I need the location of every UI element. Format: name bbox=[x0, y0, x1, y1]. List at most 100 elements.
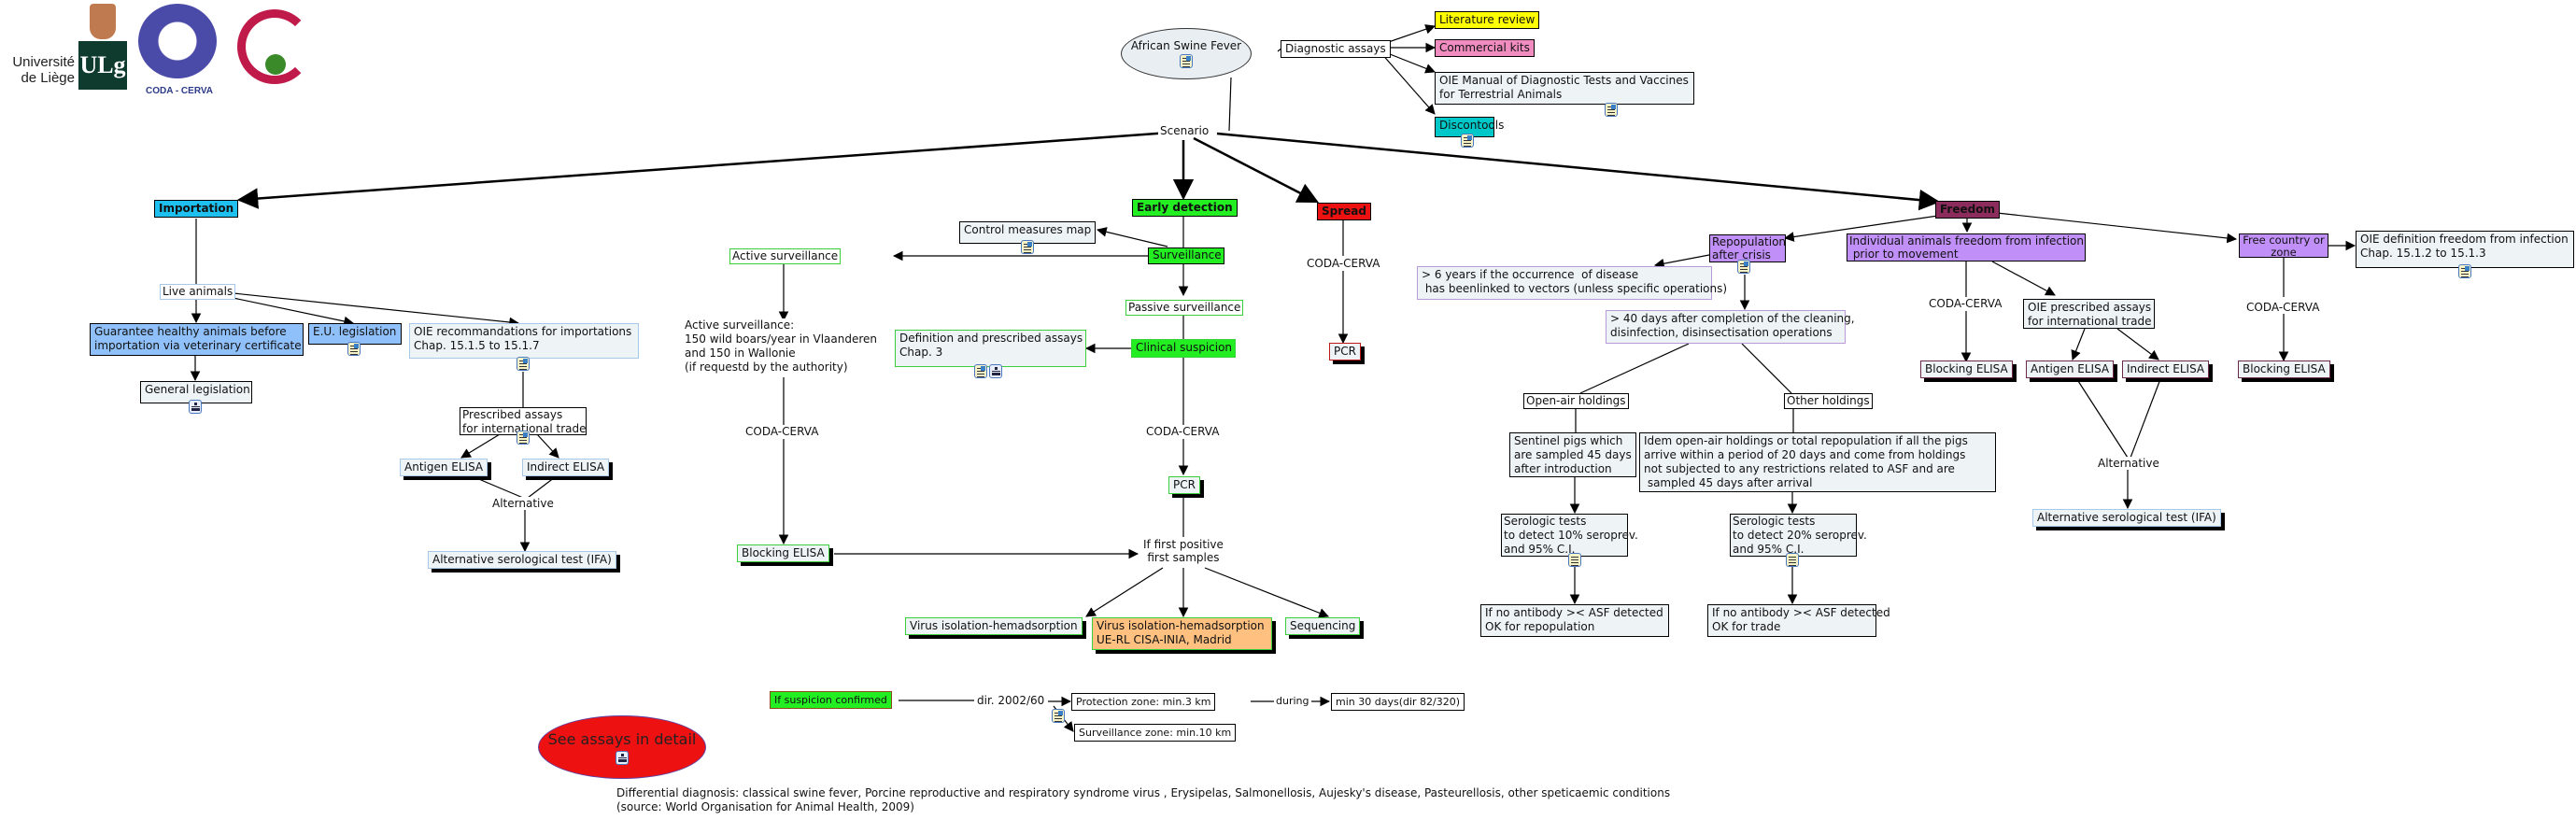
concept-map-icon[interactable] bbox=[989, 364, 1002, 378]
idem-open-air-node[interactable]: Idem open-air holdings or total repopula… bbox=[1639, 432, 1996, 492]
if-suspicion-confirmed-node[interactable]: If suspicion confirmed bbox=[770, 691, 892, 709]
if-first-positive-label: If first positive first samples bbox=[1141, 538, 1225, 564]
active-surveillance-node[interactable]: Active surveillance bbox=[729, 248, 842, 264]
connector-line bbox=[527, 476, 556, 499]
oie-recommendations-node[interactable]: OIE recommandations for importations Cha… bbox=[409, 323, 639, 359]
blocking-elisa-node[interactable]: Blocking ELISA bbox=[737, 544, 829, 562]
antigen-elisa-node[interactable]: Antigen ELISA bbox=[400, 459, 488, 476]
other-holdings-node[interactable]: Other holdings bbox=[1784, 393, 1873, 409]
arrow-connector bbox=[2071, 328, 2086, 361]
oie-prescribed-assays-node[interactable]: OIE prescribed assays for international … bbox=[2023, 299, 2155, 329]
alternative-label: Alternative bbox=[2096, 457, 2161, 470]
repopulation-node[interactable]: Repopulation after crisis bbox=[1709, 234, 1786, 262]
see-assays-label: See assays in detail bbox=[547, 729, 697, 748]
root-node-african-swine-fever[interactable]: African Swine Fever bbox=[1121, 28, 1252, 79]
importation-node[interactable]: Importation bbox=[154, 200, 239, 218]
indirect-elisa-node[interactable]: Indirect ELISA bbox=[522, 459, 610, 476]
document-icon[interactable] bbox=[347, 342, 361, 356]
freedom-blocking-elisa-node[interactable]: Blocking ELISA bbox=[1920, 361, 2013, 378]
eu-legislation-node[interactable]: E.U. legislation bbox=[308, 323, 402, 345]
diagnostic-assays-node[interactable]: Diagnostic assays bbox=[1281, 40, 1391, 58]
coda-cerva-label: CODA-CERVA bbox=[1305, 257, 1382, 270]
arrow-connector bbox=[1216, 132, 1941, 211]
forty-days-node[interactable]: > 40 days after completion of the cleani… bbox=[1606, 310, 1855, 344]
sentinel-pigs-node[interactable]: Sentinel pigs which are sampled 45 days … bbox=[1509, 432, 1636, 477]
definition-prescribed-assays-node[interactable]: Definition and prescribed assays Chap. 3 bbox=[895, 330, 1086, 367]
arrow-connector bbox=[1653, 254, 1710, 269]
free-country-node[interactable]: Free country or zone bbox=[2239, 233, 2328, 258]
document-icon[interactable] bbox=[1605, 103, 1618, 117]
document-icon[interactable] bbox=[1786, 553, 1799, 567]
pcr-node[interactable]: PCR bbox=[1168, 476, 1200, 494]
arrow-connector bbox=[1991, 261, 2056, 296]
freedom-node[interactable]: Freedom bbox=[1935, 201, 2000, 219]
spread-node[interactable]: Spread bbox=[1317, 203, 1371, 220]
ulg-crest-icon bbox=[90, 4, 116, 39]
individual-animals-node[interactable]: Individual animals freedom from infectio… bbox=[1847, 233, 2086, 262]
arrow-connector bbox=[536, 433, 559, 459]
see-assays-in-detail-button[interactable]: See assays in detail bbox=[538, 715, 706, 779]
oie-definition-node[interactable]: OIE definition freedom from infection Ch… bbox=[2356, 231, 2574, 268]
ulg-logo: ULg bbox=[78, 2, 127, 92]
surveillance-node[interactable]: Surveillance bbox=[1148, 247, 1224, 264]
freedom-antigen-elisa-node[interactable]: Antigen ELISA bbox=[2026, 361, 2115, 378]
virus-isolation-reference-lab-node[interactable]: Virus isolation-hemadsorption UE-RL CISA… bbox=[1092, 617, 1272, 650]
ulg-mark: ULg bbox=[78, 41, 127, 90]
live-animals-node[interactable]: Live animals bbox=[160, 284, 236, 300]
connector-line bbox=[1228, 77, 1232, 132]
prescribed-assays-node[interactable]: Prescribed assays for international trad… bbox=[460, 407, 587, 435]
early-detection-node[interactable]: Early detection bbox=[1132, 199, 1238, 217]
freedom-ifa-node[interactable]: Alternative serological test (IFA) bbox=[2032, 509, 2221, 527]
document-icon[interactable] bbox=[1568, 553, 1581, 567]
document-icon[interactable] bbox=[1180, 54, 1193, 68]
min-30-days-node[interactable]: min 30 days(dir 82/320) bbox=[1331, 693, 1465, 711]
commercial-kits-node[interactable]: Commercial kits bbox=[1435, 39, 1535, 57]
discontools-node[interactable]: Discontools bbox=[1435, 117, 1504, 137]
passive-surveillance-node[interactable]: Passive surveillance bbox=[1125, 300, 1244, 316]
serologic-tests-10-node[interactable]: Serologic tests to detect 10% seroprev. … bbox=[1501, 514, 1638, 557]
serologic-tests-20-node[interactable]: Serologic tests to detect 20% seroprev. … bbox=[1730, 514, 1867, 557]
clinical-suspicion-node[interactable]: Clinical suspicion bbox=[1131, 339, 1236, 358]
virus-isolation-node[interactable]: Virus isolation-hemadsorption bbox=[905, 617, 1083, 635]
swirl-icon bbox=[237, 9, 312, 84]
ok-trade-node[interactable]: If no antibody >< ASF detected OK for tr… bbox=[1707, 604, 1890, 637]
differential-diagnosis-text: Differential diagnosis: classical swine … bbox=[615, 786, 1673, 800]
free-blocking-elisa-node[interactable]: Blocking ELISA bbox=[2238, 361, 2330, 378]
scenario-label: Scenario bbox=[1158, 124, 1211, 137]
source-text: (source: World Organisation for Animal H… bbox=[615, 800, 916, 814]
ok-repopulation-node[interactable]: If no antibody >< ASF detected OK for re… bbox=[1480, 604, 1669, 637]
oie-manual-node[interactable]: OIE Manual of Diagnostic Tests and Vacci… bbox=[1435, 72, 1694, 105]
document-icon[interactable] bbox=[1052, 709, 1065, 723]
ifa-node[interactable]: Alternative serological test (IFA) bbox=[428, 551, 616, 569]
document-icon[interactable] bbox=[2458, 264, 2471, 278]
spread-pcr-node[interactable]: PCR bbox=[1329, 343, 1361, 361]
guarantee-healthy-animals-node[interactable]: Guarantee healthy animals before importa… bbox=[90, 323, 304, 356]
directive-label: dir. 2002/60 bbox=[975, 694, 1047, 707]
belgian-agency-logo bbox=[237, 9, 319, 92]
sequencing-node[interactable]: Sequencing bbox=[1285, 617, 1361, 635]
protection-zone-node[interactable]: Protection zone: min.3 km bbox=[1071, 693, 1216, 711]
concept-map-icon[interactable] bbox=[189, 400, 202, 414]
active-surveillance-detail: Active surveillance: 150 wild boars/year… bbox=[683, 318, 880, 375]
during-label: during bbox=[1274, 695, 1311, 708]
document-icon[interactable] bbox=[1021, 240, 1034, 254]
document-icon[interactable] bbox=[1737, 260, 1750, 274]
document-icon[interactable] bbox=[1461, 134, 1474, 148]
freedom-indirect-elisa-node[interactable]: Indirect ELISA bbox=[2122, 361, 2210, 378]
arrow-connector bbox=[1085, 567, 1164, 617]
document-icon[interactable] bbox=[517, 431, 530, 445]
six-years-node[interactable]: > 6 years if the occurrence of disease h… bbox=[1417, 266, 1727, 300]
connector-line bbox=[474, 476, 524, 499]
arrow-connector bbox=[460, 433, 501, 459]
document-icon[interactable] bbox=[517, 357, 530, 371]
open-air-holdings-node[interactable]: Open-air holdings bbox=[1523, 393, 1629, 409]
document-icon[interactable] bbox=[974, 364, 987, 378]
arrow-connector bbox=[1193, 136, 1320, 204]
surveillance-zone-node[interactable]: Surveillance zone: min.10 km bbox=[1074, 724, 1237, 742]
coda-cerva-emblem-icon bbox=[138, 4, 217, 78]
concept-map-icon[interactable] bbox=[616, 750, 629, 765]
coda-cerva-label: CODA-CERVA bbox=[743, 425, 821, 438]
arrow-connector bbox=[1204, 567, 1330, 618]
connector-line bbox=[2077, 380, 2129, 459]
literature-review-node[interactable]: Literature review bbox=[1435, 11, 1540, 29]
